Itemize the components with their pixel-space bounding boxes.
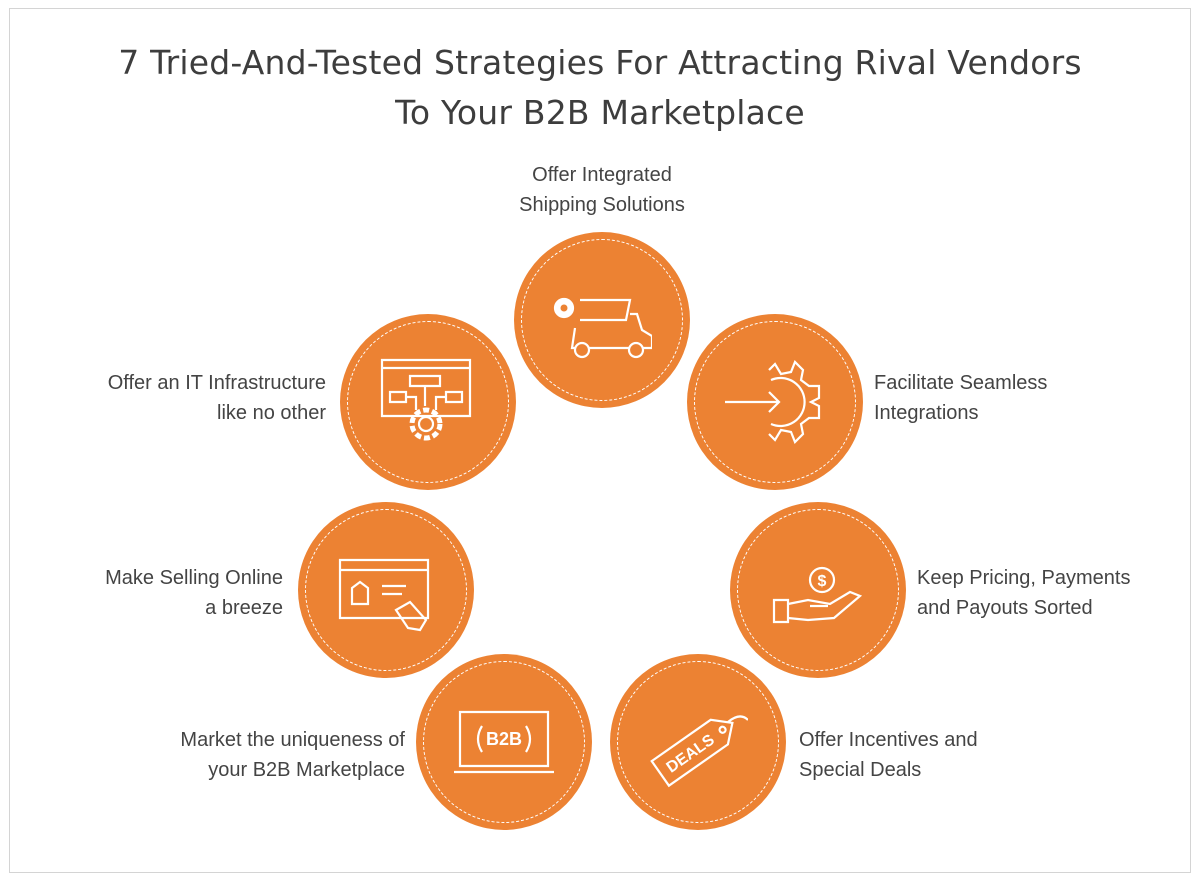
strategy-circle-shipping xyxy=(514,232,690,408)
label-line: Shipping Solutions xyxy=(519,194,685,216)
deals-tag-text: DEALS xyxy=(664,731,718,776)
b2b-laptop-icon: B2B xyxy=(454,710,554,774)
label-line: Offer Incentives and xyxy=(799,729,978,751)
strategy-circle-deals: DEALS xyxy=(610,654,786,830)
svg-text:$: $ xyxy=(818,573,827,590)
label-line: like no other xyxy=(217,402,326,424)
infographic-frame xyxy=(9,8,1191,873)
strategy-circle-it-infrastructure xyxy=(340,314,516,490)
deals-tag-icon: DEALS xyxy=(650,715,748,788)
label-line: Offer Integrated xyxy=(532,164,672,186)
label-line: Keep Pricing, Payments xyxy=(917,567,1131,589)
it-infrastructure-icon xyxy=(380,358,472,441)
label-line: Market the uniqueness of xyxy=(180,729,405,751)
strategy-circle-b2b: B2B xyxy=(416,654,592,830)
strategy-label-b2b: Market the uniqueness of your B2B Market… xyxy=(120,725,405,785)
page-title: 7 Tried-And-Tested Strategies For Attrac… xyxy=(0,38,1200,138)
truck-gear-icon xyxy=(553,297,652,359)
strategy-label-deals: Offer Incentives and Special Deals xyxy=(799,725,1059,785)
strategy-label-it-infrastructure: Offer an IT Infrastructure like no other xyxy=(40,368,326,428)
title-line-1: 7 Tried-And-Tested Strategies For Attrac… xyxy=(118,43,1082,82)
strategy-circle-pricing: $ xyxy=(730,502,906,678)
label-line: Make Selling Online xyxy=(105,567,283,589)
label-line: a breeze xyxy=(205,597,283,619)
title-line-2: To Your B2B Marketplace xyxy=(395,93,805,132)
online-store-click-icon xyxy=(338,558,430,632)
label-line: Facilitate Seamless xyxy=(874,372,1048,394)
strategy-label-selling-online: Make Selling Online a breeze xyxy=(40,563,283,623)
label-line: Offer an IT Infrastructure xyxy=(107,372,326,394)
label-line: your B2B Marketplace xyxy=(208,759,405,781)
hand-coin-icon: $ xyxy=(772,566,863,624)
label-line: and Payouts Sorted xyxy=(917,597,1093,619)
arrow-gear-icon xyxy=(725,360,821,444)
strategy-circle-integrations xyxy=(687,314,863,490)
label-line: Special Deals xyxy=(799,759,922,781)
strategy-label-integrations: Facilitate Seamless Integrations xyxy=(874,368,1134,428)
strategy-label-pricing: Keep Pricing, Payments and Payouts Sorte… xyxy=(917,563,1187,623)
strategy-label-shipping: Offer Integrated Shipping Solutions xyxy=(480,160,724,220)
b2b-badge-text: B2B xyxy=(486,729,522,749)
label-line: Integrations xyxy=(874,402,979,424)
strategy-circle-selling-online xyxy=(298,502,474,678)
